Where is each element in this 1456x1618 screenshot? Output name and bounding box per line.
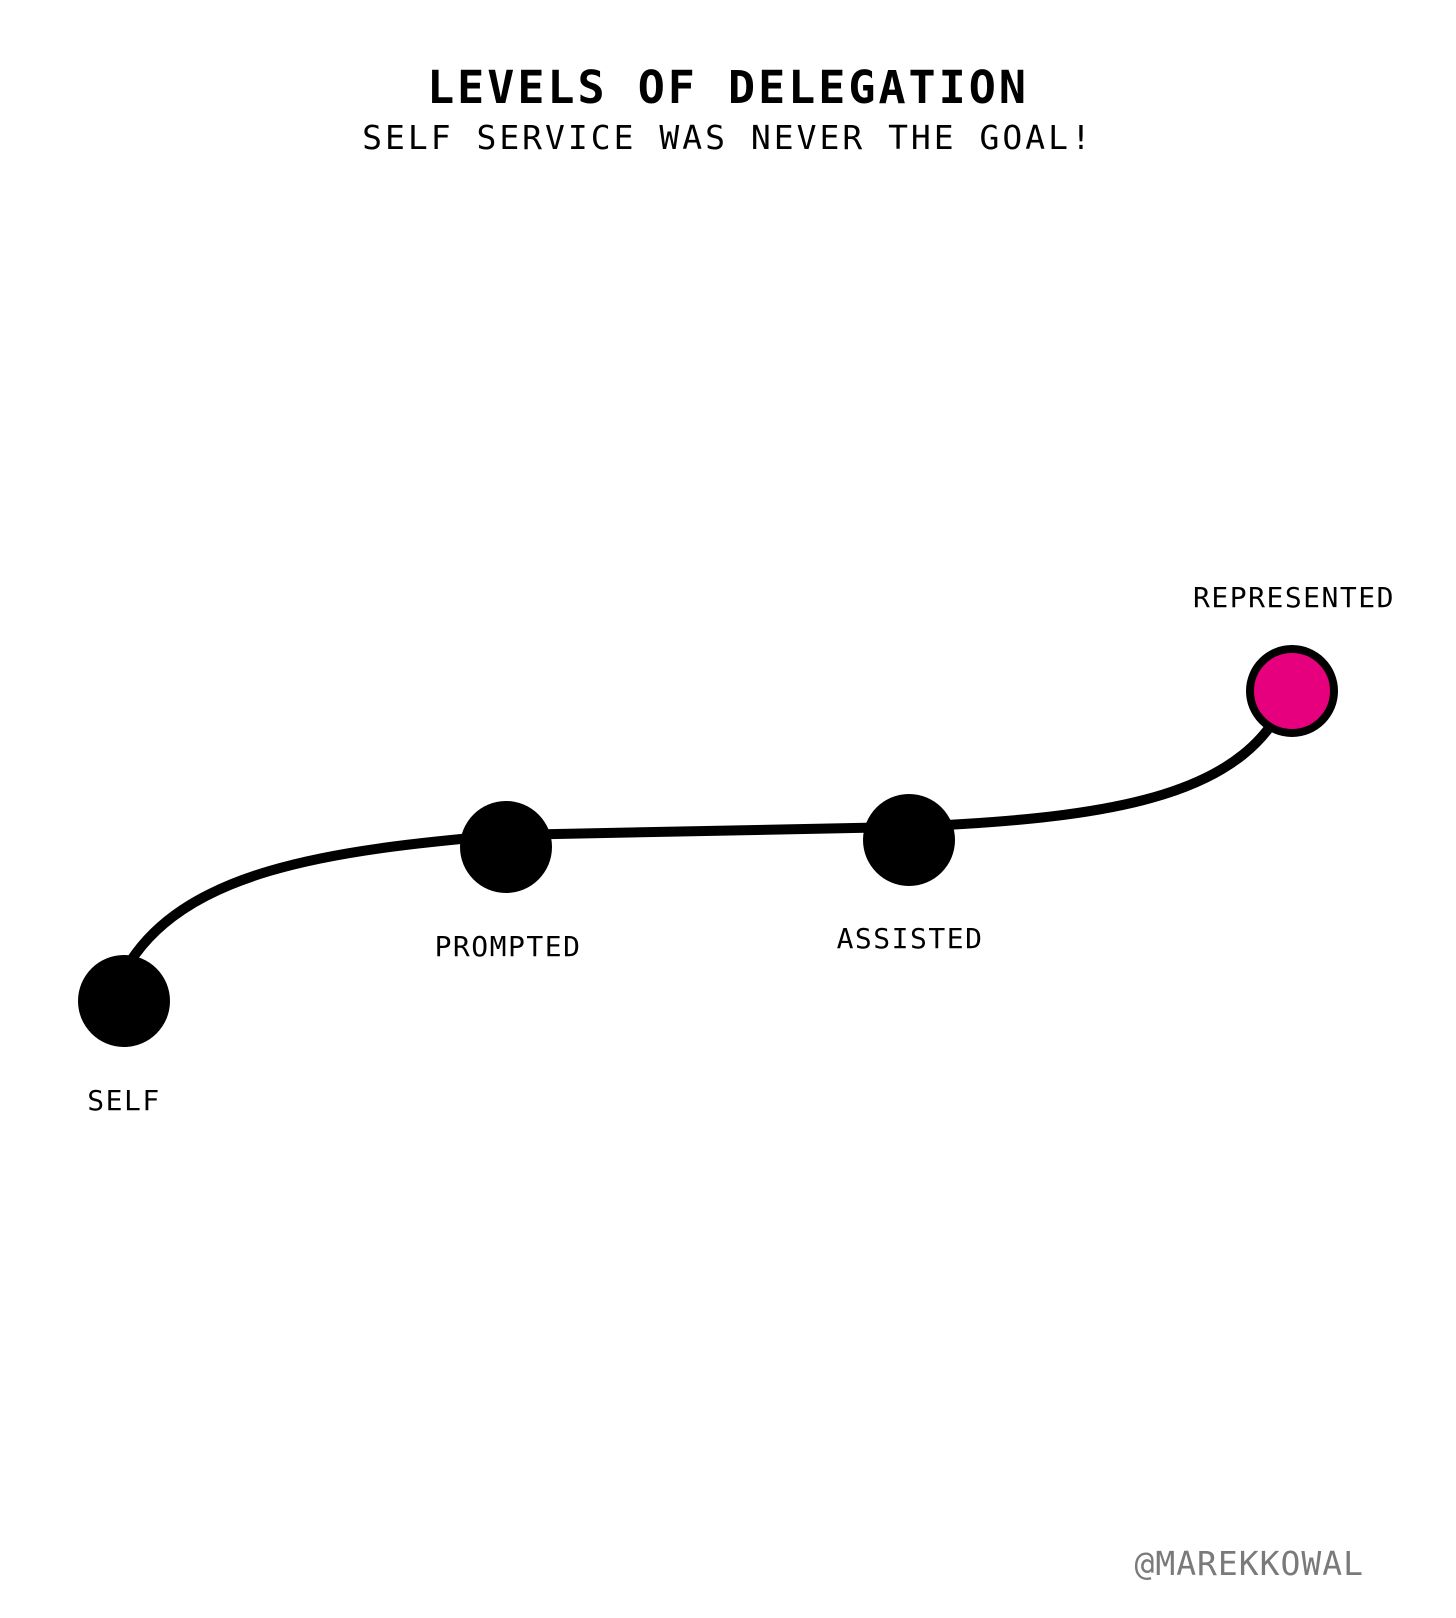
- diagram-subtitle: SELF SERVICE WAS NEVER THE GOAL!: [362, 118, 1094, 157]
- diagram-title: LEVELS OF DELEGATION: [427, 61, 1029, 114]
- node-prompted: [460, 801, 552, 893]
- delegation-curve: [119, 685, 1295, 977]
- node-represented: [1246, 645, 1338, 737]
- node-self: [78, 955, 170, 1047]
- node-label-represented: REPRESENTED: [1193, 581, 1395, 614]
- node-label-prompted: PROMPTED: [435, 930, 582, 963]
- node-assisted: [863, 794, 955, 886]
- node-label-assisted: ASSISTED: [837, 922, 984, 955]
- node-label-self: SELF: [87, 1084, 160, 1117]
- author-handle: @MAREKKOWAL: [1134, 1544, 1364, 1583]
